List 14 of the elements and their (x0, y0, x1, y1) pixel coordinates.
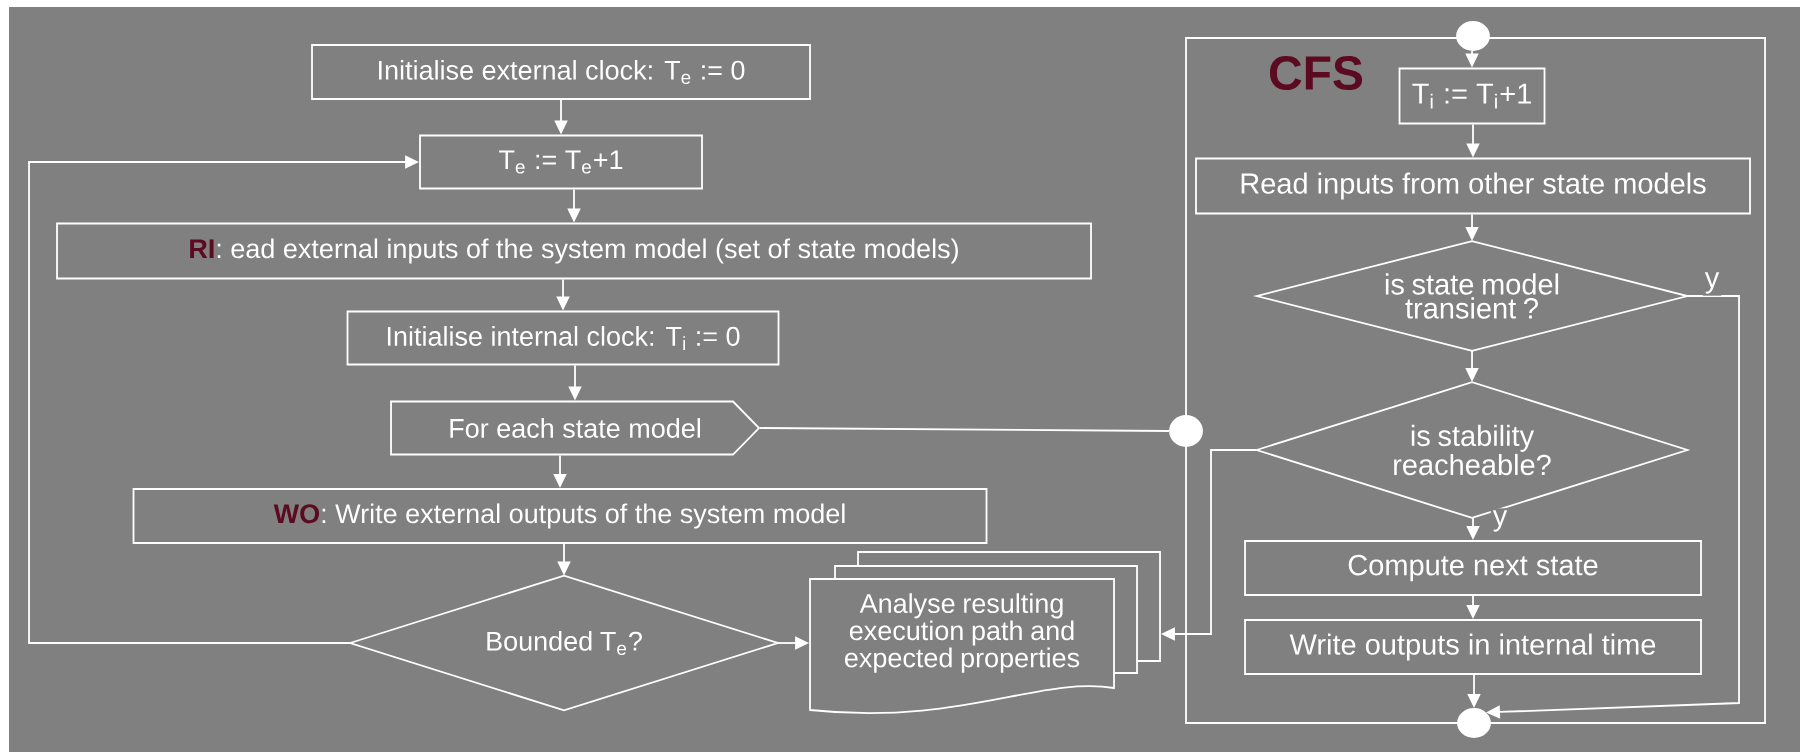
connector-circle (1456, 21, 1490, 51)
loop-box: For each state model (390, 400, 761, 456)
process-box: Initialise external clock: T$_{e}$ := 0 (311, 44, 811, 100)
process-box: Write outputs in internal time (1244, 619, 1702, 675)
document-stack: Analyse resulting execution path and expected properties (809, 551, 1161, 714)
connector-circle (1169, 415, 1203, 447)
process-box: T$_{i}$ := T$_{i}$+1 (1398, 67, 1546, 125)
process-box: Compute next state (1244, 540, 1702, 596)
connector-circle (1457, 708, 1491, 738)
process-box: Read inputs from other state models (1195, 157, 1751, 215)
process-box: T$_{e}$ := T$_{e}$+1 (419, 134, 703, 190)
process-box: WO: Write external outputs of the system model (132, 488, 988, 544)
process-box: Initialise internal clock: T$_{i}$ := 0 (346, 310, 780, 366)
process-box: RI: ead external inputs of the system model (set of state models) (56, 222, 1092, 280)
